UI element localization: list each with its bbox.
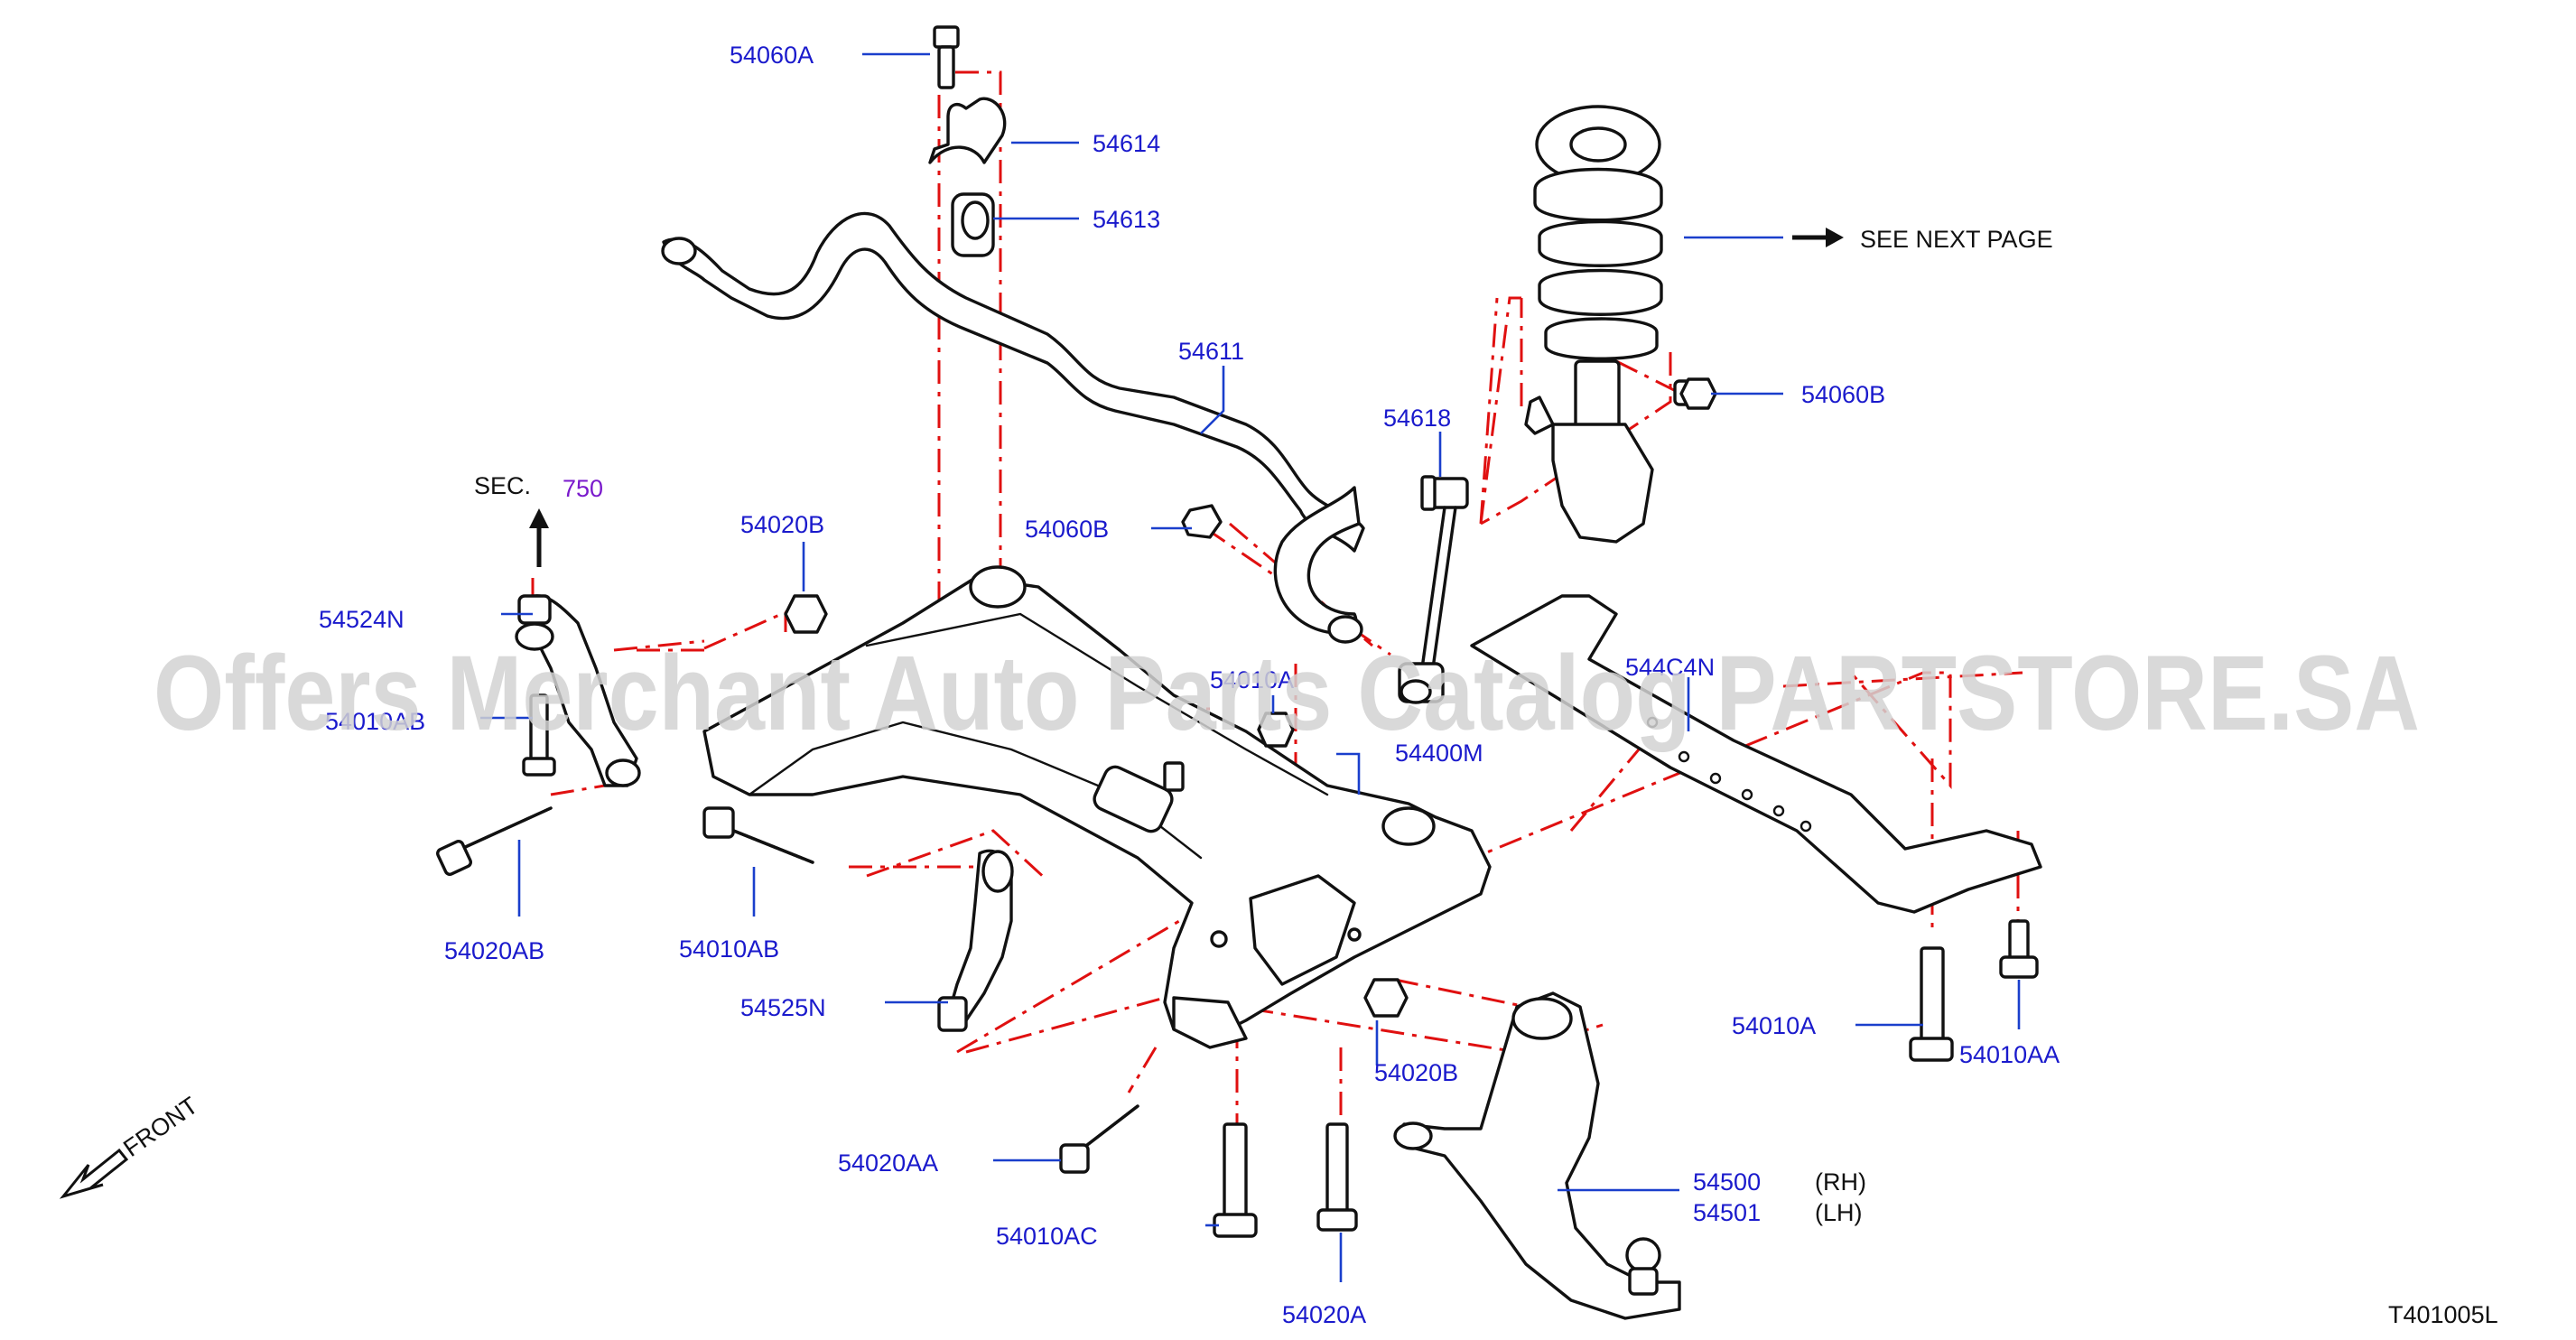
section-prefix-label: SEC.	[474, 472, 531, 499]
section-reference-arrow	[529, 508, 549, 567]
front-direction-arrow-icon	[59, 1148, 129, 1199]
label-54500[interactable]: 54500	[1693, 1168, 1761, 1196]
label-54020AA[interactable]: 54020AA	[838, 1149, 938, 1177]
label-54010AB-upper[interactable]: 54010AB	[325, 708, 425, 735]
figure-code: T401005L	[2388, 1301, 2498, 1328]
label-54400M[interactable]: 54400M	[1395, 740, 1483, 767]
label-54525N[interactable]: 54525N	[740, 994, 826, 1021]
part-labels: 54060A 54614 54613 54611 54618 54060B 54…	[319, 42, 2060, 1328]
transverse-link	[1393, 991, 1681, 1320]
strut-assembly	[1524, 105, 1702, 544]
label-lh: (LH)	[1815, 1199, 1863, 1226]
member-stay	[1470, 594, 2042, 914]
label-54618[interactable]: 54618	[1383, 405, 1451, 432]
rear-link-lower	[937, 849, 1014, 1032]
label-54501[interactable]: 54501	[1693, 1199, 1761, 1226]
label-54020B-upper[interactable]: 54020B	[740, 511, 824, 538]
label-54010AA[interactable]: 54010AA	[1959, 1041, 2060, 1068]
stabilizer-bracket-bushing	[928, 25, 1007, 257]
label-54010AB-center[interactable]: 54010AB	[679, 935, 779, 963]
label-54010A[interactable]: 54010A	[1732, 1012, 1816, 1039]
stabilizer-bar	[661, 211, 1365, 644]
label-54010AC[interactable]: 54010AC	[996, 1223, 1098, 1250]
label-54020A[interactable]: 54020A	[1282, 1301, 1366, 1328]
rear-link-upper	[515, 594, 641, 787]
label-54524N[interactable]: 54524N	[319, 606, 405, 633]
label-rh: (RH)	[1815, 1168, 1866, 1196]
label-54010A-mid[interactable]: 54010A	[1210, 666, 1294, 693]
see-next-page-label[interactable]: SEE NEXT PAGE	[1860, 226, 2053, 253]
fasteners	[436, 377, 2039, 1238]
label-54614[interactable]: 54614	[1093, 130, 1160, 157]
section-number-link[interactable]: 750	[563, 475, 603, 502]
front-label: FRONT	[118, 1092, 202, 1162]
label-54020AB[interactable]: 54020AB	[444, 937, 544, 964]
label-54060B-strut[interactable]: 54060B	[1801, 381, 1885, 408]
label-544C4N[interactable]: 544C4N	[1625, 654, 1715, 681]
see-next-page-arrow	[1792, 228, 1844, 247]
label-54060A[interactable]: 54060A	[730, 42, 814, 69]
label-54060B-stabilizer[interactable]: 54060B	[1025, 516, 1109, 543]
label-54020B-lower[interactable]: 54020B	[1374, 1059, 1458, 1086]
label-54611[interactable]: 54611	[1178, 338, 1244, 365]
leader-lines	[480, 52, 2021, 1282]
stabilizer-link	[1398, 475, 1469, 704]
front-suspension-member	[702, 565, 1492, 1049]
label-54613[interactable]: 54613	[1093, 206, 1160, 233]
watermark: Offers Merchant Auto Parts Catalog PARTS…	[153, 634, 2420, 753]
